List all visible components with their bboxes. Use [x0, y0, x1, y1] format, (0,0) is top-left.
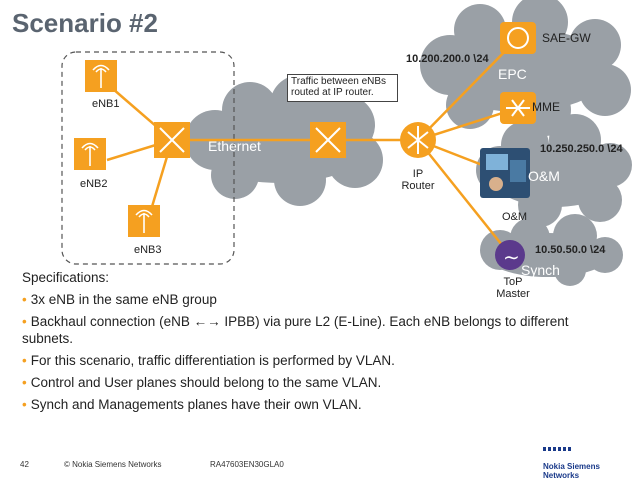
synch-subnet-label: 10.50.50.0 \24 [535, 244, 606, 256]
om-server-image [480, 148, 530, 198]
enb-group-box [61, 51, 235, 265]
list-item: •Control and User planes should belong t… [22, 375, 382, 390]
bullet-icon: • [22, 353, 27, 368]
slide-title: Scenario #2 [12, 8, 158, 38]
bullet-icon: • [22, 314, 27, 329]
list-item: •Synch and Managements planes have their… [22, 397, 362, 412]
mme-icon [500, 92, 536, 124]
synch-cloud-label: Synch [521, 262, 560, 278]
top-master-label: ToP Master [496, 276, 530, 300]
specs-heading: Specifications: [22, 270, 110, 285]
logo-mark [543, 447, 573, 451]
specs-list: •3x eNB in the same eNB group •Backhaul … [22, 291, 612, 413]
om-cloud-label: O&M [528, 168, 560, 184]
epc-label: EPC [498, 66, 527, 82]
list-item: •3x eNB in the same eNB group [22, 292, 217, 307]
bullet-icon: • [22, 292, 27, 307]
callout-note: Traffic between eNBs routed at IP router… [287, 74, 398, 102]
enb3-label: eNB3 [134, 244, 162, 256]
enb2-label: eNB2 [80, 178, 108, 190]
synch-symbol-icon: ∼ [503, 247, 520, 269]
enb1-label: eNB1 [92, 98, 120, 110]
sae-gw-icon [500, 22, 536, 54]
top-master-icon [495, 240, 525, 270]
company-logo: Nokia Siemens Networks [543, 438, 613, 480]
list-item: •For this scenario, traffic differentiat… [22, 353, 395, 368]
om-subnet-label: 10.250.250.0 \24 [540, 143, 623, 155]
ip-router-icon [400, 122, 436, 158]
om-server-label: O&M [502, 211, 528, 223]
page-number: 42 [20, 460, 29, 469]
copyright: © Nokia Siemens Networks [64, 460, 162, 469]
switch-1-icon [154, 122, 190, 158]
ethernet-label: Ethernet [208, 138, 261, 154]
sae-gw-label: SAE-GW [542, 31, 591, 45]
mme-label: MME [532, 100, 560, 114]
epc-subnet-label: 10.200.200.0 \24 [406, 53, 489, 65]
ip-router-label: IP Router [401, 168, 435, 192]
document-id: RA47603EN30GLA0 [210, 460, 284, 469]
switch-2-icon [310, 122, 346, 158]
enb1-icon [85, 60, 117, 92]
bullet-icon: • [22, 375, 27, 390]
enb3-icon [128, 205, 160, 237]
list-item: •Backhaul connection (eNB ←→ IPBB) via p… [22, 314, 569, 346]
logo-text: Nokia Siemens Networks [543, 462, 600, 480]
enb2-icon [74, 138, 106, 170]
bullet-icon: • [22, 397, 27, 412]
specifications: Specifications: •3x eNB in the same eNB … [22, 270, 612, 418]
